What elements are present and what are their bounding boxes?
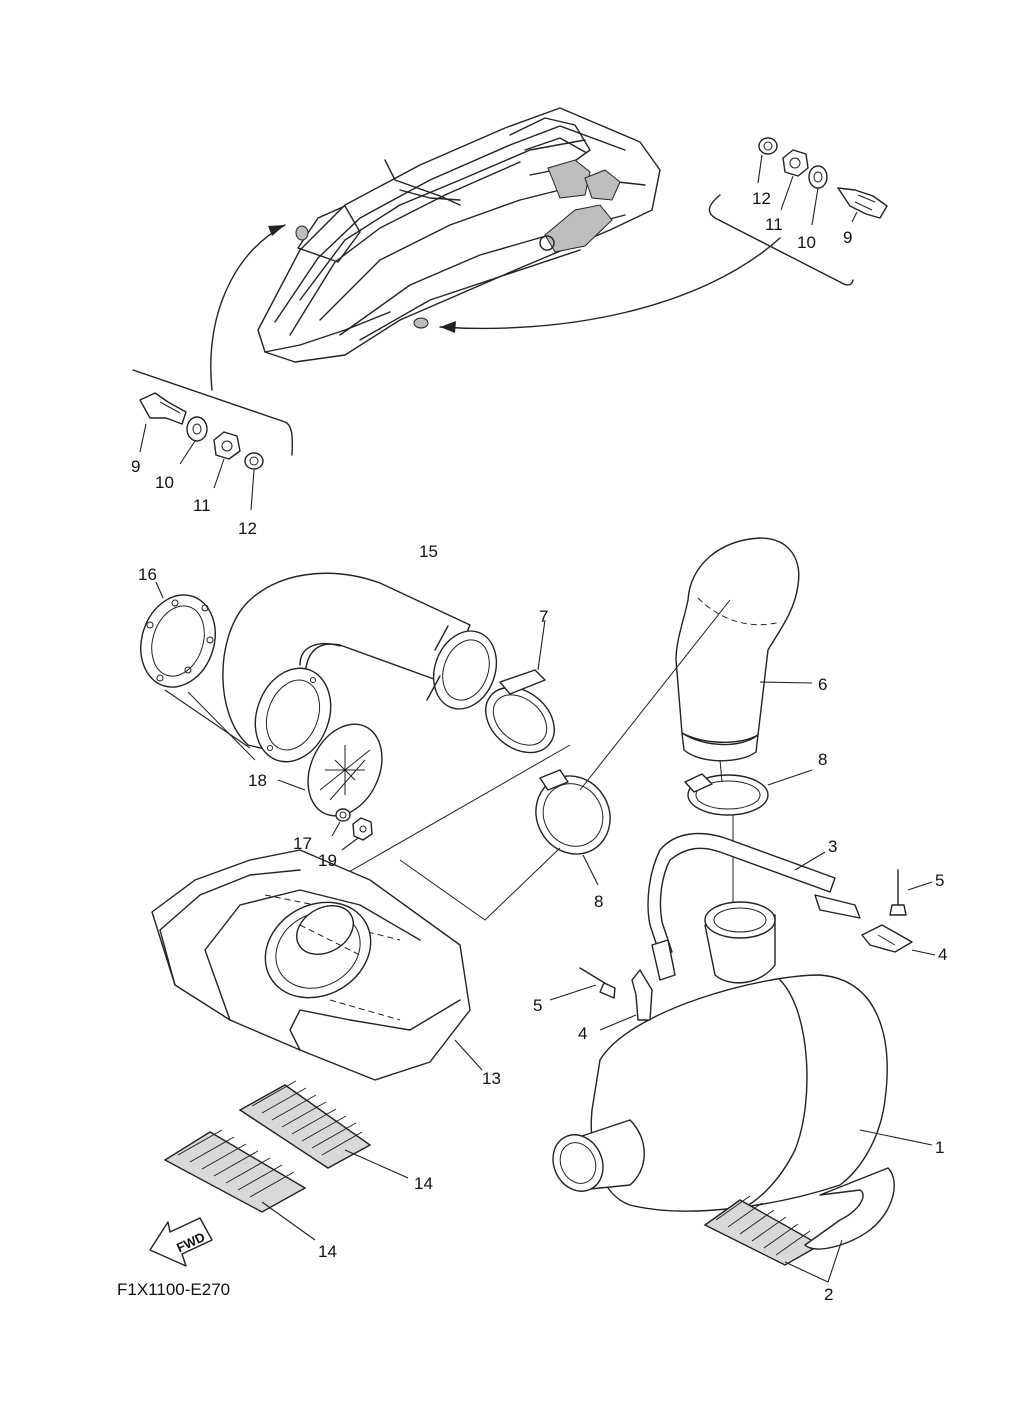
callout-9-left: 9 xyxy=(131,457,140,476)
nut-cap-12-left xyxy=(244,452,264,470)
forward-direction-arrow: FWD xyxy=(149,1217,213,1267)
callout-19: 19 xyxy=(318,851,337,870)
callout-6: 6 xyxy=(818,675,827,694)
callout-3: 3 xyxy=(828,837,837,856)
callout-8-lower: 8 xyxy=(594,892,603,911)
bracket-4-left xyxy=(599,969,653,1031)
callout-18: 18 xyxy=(248,771,267,790)
fastener-group-left xyxy=(132,369,294,511)
callout-16: 16 xyxy=(138,565,157,584)
callout-4-right: 4 xyxy=(938,945,947,964)
callout-labels: 12 11 10 9 9 10 11 12 15 16 7 6 8 18 17 … xyxy=(131,189,947,1304)
callout-4-left: 4 xyxy=(578,1024,587,1043)
callout-9-right: 9 xyxy=(843,228,852,247)
exhaust-hose-6 xyxy=(675,537,813,762)
nut-19 xyxy=(352,817,373,841)
callout-17: 17 xyxy=(293,834,312,853)
callout-10-left: 10 xyxy=(155,473,174,492)
mat-14-lower xyxy=(163,1129,316,1241)
callout-11-left: 11 xyxy=(193,496,211,515)
callout-15: 15 xyxy=(419,542,438,561)
hose-clamp-8-lower xyxy=(535,769,611,886)
callout-10-right: 10 xyxy=(797,233,816,252)
rivet-5-left xyxy=(549,967,616,1001)
watercraft-illustration xyxy=(210,107,781,391)
bracket-4-right xyxy=(861,924,936,956)
callout-13: 13 xyxy=(482,1069,501,1088)
nut-17 xyxy=(335,808,351,822)
hull-cover-13 xyxy=(151,849,483,1081)
ring-flange-18 xyxy=(254,667,332,763)
callout-1: 1 xyxy=(935,1138,944,1157)
strap-3 xyxy=(647,832,861,981)
nut-11 xyxy=(782,149,809,177)
figure-code: F1X1100-E270 xyxy=(117,1280,230,1299)
callout-5-right: 5 xyxy=(935,871,944,890)
callout-12-right: 12 xyxy=(752,189,771,208)
washer-10 xyxy=(808,165,828,189)
hose-clamp-8-upper xyxy=(684,769,813,816)
callout-2: 2 xyxy=(824,1285,833,1304)
callout-11-right: 11 xyxy=(765,215,783,234)
plate-2 xyxy=(703,1167,895,1283)
callout-7: 7 xyxy=(539,607,548,626)
callout-5-left: 5 xyxy=(533,996,542,1015)
fastener-group-right xyxy=(708,137,888,286)
bolt-9-left xyxy=(139,392,187,425)
callout-14-upper: 14 xyxy=(414,1174,433,1193)
nut-cap-12 xyxy=(758,137,778,155)
rivet-5-right xyxy=(889,869,933,916)
nut-11-left xyxy=(213,431,241,460)
callout-8-upper: 8 xyxy=(818,750,827,769)
hose-clamp-7 xyxy=(485,619,555,754)
screen-plate xyxy=(307,723,383,817)
washer-10-left xyxy=(186,416,208,442)
bolt-9 xyxy=(837,187,888,219)
gasket-16 xyxy=(140,581,251,749)
mat-14-upper xyxy=(238,1080,409,1179)
callout-12-left: 12 xyxy=(238,519,257,538)
callout-14-lower: 14 xyxy=(318,1242,337,1261)
muffler-1 xyxy=(552,901,933,1212)
